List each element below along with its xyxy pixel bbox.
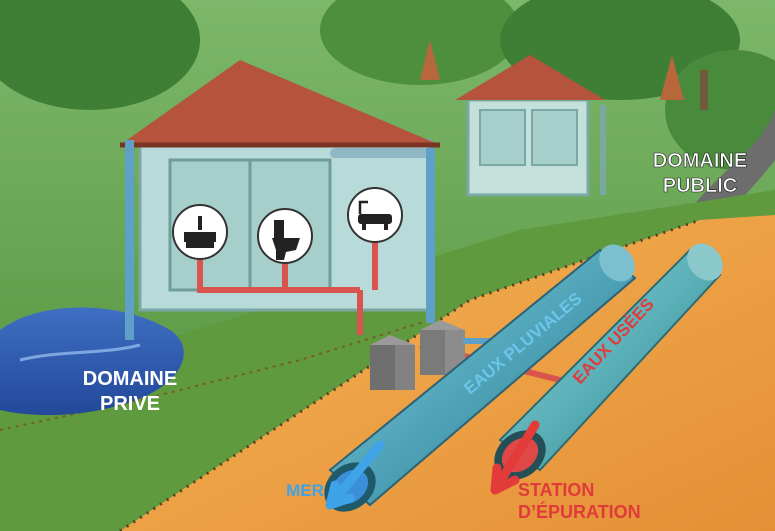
domaine-prive-line1: DOMAINE: [83, 368, 177, 390]
bathtub-icon: [347, 187, 403, 243]
pond: [0, 307, 184, 415]
fence-line: [0, 319, 431, 431]
domaine-prive-line2: PRIVE: [100, 393, 160, 415]
domaine-public-line1: DOMAINE: [653, 150, 747, 172]
pond-ripple: [19, 343, 141, 362]
roof: [120, 60, 440, 145]
label-mer: MER: [286, 481, 324, 500]
downpipe-right: [426, 148, 435, 323]
washbasin-icon: [172, 204, 228, 260]
house-small: [455, 55, 606, 197]
background-trees: [0, 0, 775, 170]
arrow-to-station: [490, 420, 540, 495]
arrow-to-mer: [325, 440, 385, 510]
pipe-eaux-usees: [494, 243, 723, 480]
gutter: [330, 148, 430, 158]
inspection-boxes: [370, 320, 465, 390]
road: [690, 110, 775, 225]
toilet-icon: [257, 208, 313, 264]
label-station-line1: STATION: [518, 480, 594, 500]
domaine-public-line2: PUBLIC: [663, 175, 737, 197]
downpipe-left: [125, 140, 134, 340]
label-station-line2: D’ÉPURATION: [518, 501, 641, 522]
